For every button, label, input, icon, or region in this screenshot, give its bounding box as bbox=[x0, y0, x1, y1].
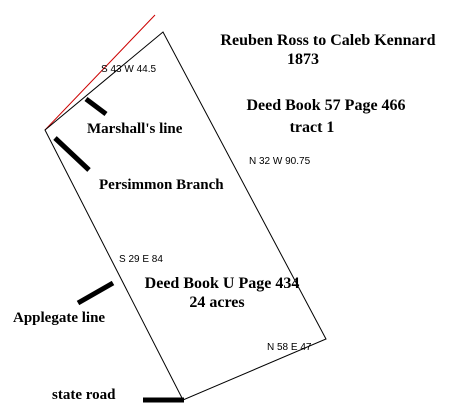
applegate-line-marker bbox=[76, 280, 115, 306]
persimmon-branch-marker bbox=[53, 136, 91, 172]
deed-year: 1873 bbox=[287, 51, 319, 68]
bearing-right: N 32 W 90.75 bbox=[249, 156, 311, 167]
deed-book-57-label: Deed Book 57 Page 466 bbox=[246, 97, 405, 114]
bearing-bottom: N 58 E 47 bbox=[267, 342, 312, 353]
tract-boundary bbox=[44, 31, 327, 401]
acreage-label: 24 acres bbox=[189, 294, 244, 311]
marshall-line-label: Marshall's line bbox=[87, 121, 183, 137]
marshall-line-marker bbox=[84, 97, 108, 116]
bearing-left: S 29 E 84 bbox=[119, 254, 163, 265]
bearing-top: S 43 W 44.5 bbox=[101, 64, 156, 75]
boundary-extension-line bbox=[44, 14, 156, 131]
persimmon-branch-label: Persimmon Branch bbox=[99, 177, 224, 193]
deed-title: Reuben Ross to Caleb Kennard bbox=[220, 32, 435, 49]
applegate-line-label: Applegate line bbox=[13, 310, 105, 326]
deed-book-u-label: Deed Book U Page 434 bbox=[145, 275, 300, 292]
state-road-label: state road bbox=[52, 387, 116, 403]
tract-label: tract 1 bbox=[290, 119, 335, 136]
